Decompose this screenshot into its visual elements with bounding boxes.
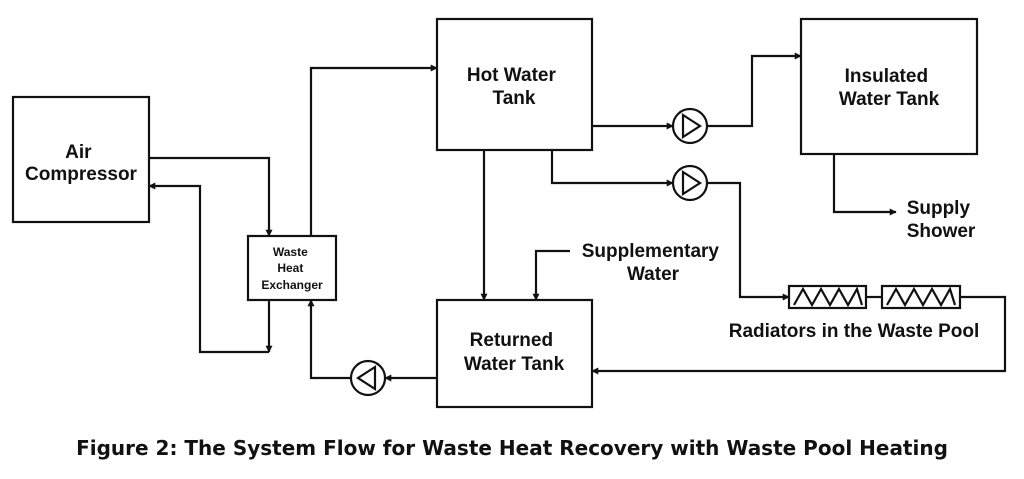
exchanger-to-compressor-line xyxy=(148,182,269,354)
figure-caption: Figure 2: The System Flow for Waste Heat… xyxy=(76,436,948,460)
exchanger-to-hot-tank-line xyxy=(309,64,438,236)
air-compressor-label: Air Compressor xyxy=(25,142,138,185)
air-compressor-box xyxy=(11,95,151,224)
pump-3-icon xyxy=(349,359,387,397)
hot-water-tank-box xyxy=(435,17,594,152)
insulated-water-tank-box xyxy=(799,17,979,156)
pump2-to-radiators-line xyxy=(707,181,790,301)
compressor-to-exchanger-line xyxy=(149,156,273,237)
pump-2-icon xyxy=(671,164,709,202)
insulated-tank-to-shower-line xyxy=(832,154,897,216)
supplementary-water-label: Supplementary Water xyxy=(582,241,725,285)
radiator-1-icon xyxy=(787,284,868,310)
pump1-to-insulated-tank-line xyxy=(707,52,802,128)
supplementary-water-line xyxy=(532,249,570,301)
pump-1-icon xyxy=(671,107,709,145)
hot-water-tank-label: Hot Water Tank xyxy=(467,65,561,109)
waste-heat-exchanger-label: Waste Heat Exchanger xyxy=(261,245,323,292)
waste-heat-exchanger-box xyxy=(246,234,338,302)
insulated-water-tank-label: Insulated Water Tank xyxy=(839,66,940,110)
returned-water-tank-label: Returned Water Tank xyxy=(464,330,565,375)
returned-water-tank-box xyxy=(435,298,594,409)
radiators-label: Radiators in the Waste Pool xyxy=(729,321,980,342)
pump3-to-exchanger-line xyxy=(307,299,351,380)
hot-tank-to-pump2-line xyxy=(550,150,674,187)
radiator-2-icon xyxy=(880,284,962,310)
radiators-to-returned-tank-line xyxy=(591,295,1007,375)
supply-shower-label: Supply Shower xyxy=(907,198,976,242)
